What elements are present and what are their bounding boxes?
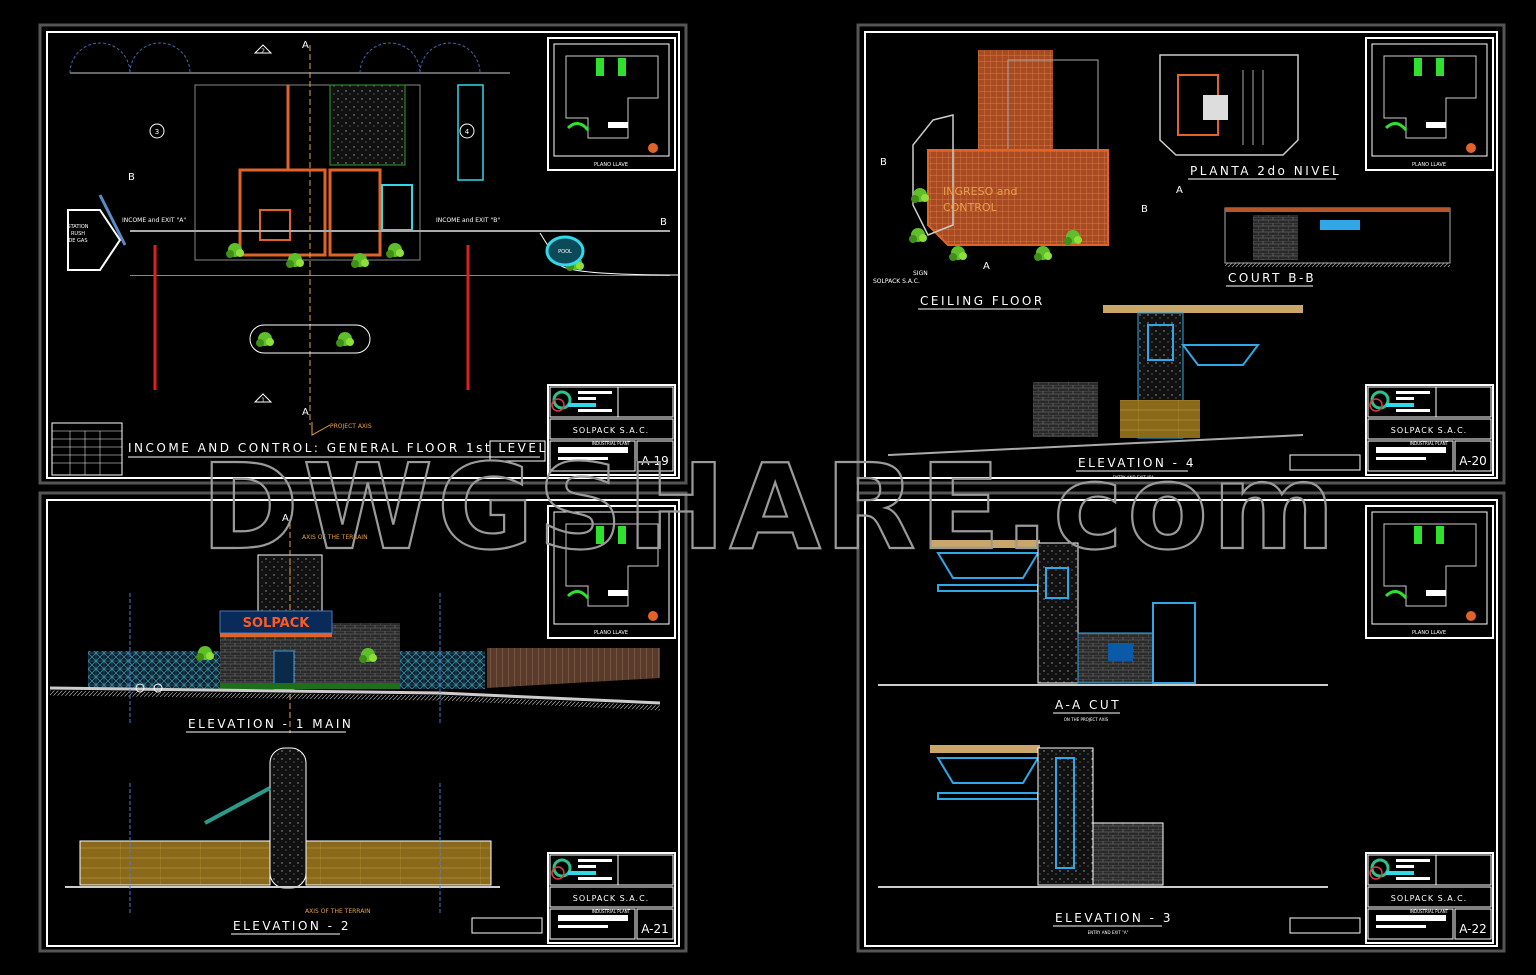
project-axis-label: PROJECT AXIS bbox=[330, 423, 372, 430]
elevation-2-title: ELEVATION - 2 bbox=[233, 919, 351, 933]
section-b-marker: B bbox=[128, 172, 135, 183]
company-subtitle: INDUSTRIAL PLANT bbox=[1410, 909, 1449, 914]
elevation-1-drawing: A AXIS OF THE TERRAIN SOLPACK ELEVATION … bbox=[49, 513, 661, 733]
svg-text:4: 4 bbox=[465, 128, 470, 136]
aa-cut-subtitle: ON THE PROJECT AXIS bbox=[1064, 717, 1109, 722]
section-a-marker: A bbox=[302, 407, 309, 418]
elevation-4-title: ELEVATION - 4 bbox=[1078, 456, 1196, 470]
section-a-marker: A bbox=[1176, 185, 1183, 196]
axis-terrain-label: AXIS OF THE TERRAIN bbox=[302, 534, 368, 541]
company-name: SOLPACK S.A.C. bbox=[1391, 426, 1467, 435]
ceiling-floor-title: CEILING FLOOR bbox=[920, 294, 1045, 308]
key-plan-label: PLANO LLAVE bbox=[594, 630, 628, 636]
ceiling-floor-drawing: INGRESO and CONTROL SIGN SOLPACK S.A.C. … bbox=[873, 50, 1148, 310]
sheet-number: A-22 bbox=[1459, 922, 1487, 936]
court-bb-drawing: COURT B-B bbox=[1224, 207, 1451, 287]
company-subtitle: INDUSTRIAL PLANT bbox=[1410, 441, 1449, 446]
sheet-a21: A AXIS OF THE TERRAIN SOLPACK ELEVATION … bbox=[38, 491, 688, 953]
section-b-marker: B bbox=[1141, 204, 1148, 215]
sheet-a20: INGRESO and CONTROL SIGN SOLPACK S.A.C. … bbox=[856, 23, 1506, 485]
aa-cut-title: A-A CUT bbox=[1055, 698, 1121, 712]
sheet-number: A-20 bbox=[1459, 454, 1487, 468]
svg-text:3: 3 bbox=[155, 128, 159, 136]
sign-label: SOLPACK S.A.C. bbox=[873, 278, 920, 285]
sheet-number: A-21 bbox=[641, 922, 669, 936]
elevation-1-title: ELEVATION - 1 MAIN bbox=[188, 717, 353, 731]
floor-plan-drawing: POOL INCOME and EXIT "A" INCOME and EXIT… bbox=[51, 40, 681, 476]
key-plan-label: PLANO LLAVE bbox=[1412, 162, 1446, 168]
section-b-marker: B bbox=[660, 217, 667, 228]
sheet-number: A-19 bbox=[641, 454, 669, 468]
svg-text:1: 1 bbox=[261, 397, 265, 404]
exit-b-label: INCOME and EXIT "B" bbox=[436, 217, 500, 224]
elevation-4-drawing: ELEVATION - 4 ENTRY AND EXIT "B" bbox=[887, 305, 1304, 480]
second-floor-plan: A PLANTA 2do NIVEL bbox=[1159, 54, 1341, 196]
elevation-2-drawing: AXIS OF THE TERRAIN ELEVATION - 2 bbox=[65, 747, 500, 935]
pool-icon bbox=[545, 235, 585, 267]
sheet-title: INCOME AND CONTROL: GENERAL FLOOR 1st LE… bbox=[128, 441, 548, 455]
second-floor-title: PLANTA 2do NIVEL bbox=[1190, 164, 1341, 178]
roof-label: CONTROL bbox=[943, 201, 998, 214]
station-label: STATION bbox=[67, 224, 88, 230]
section-b-marker: B bbox=[880, 157, 887, 168]
company-subtitle: INDUSTRIAL PLANT bbox=[592, 441, 631, 446]
exit-a-label: INCOME and EXIT "A" bbox=[122, 217, 186, 224]
aa-cut-drawing: A-A CUT ON THE PROJECT AXIS bbox=[878, 540, 1328, 722]
key-plan-label: PLANO LLAVE bbox=[594, 162, 628, 168]
company-name: SOLPACK S.A.C. bbox=[573, 426, 649, 435]
svg-text:2: 2 bbox=[261, 48, 265, 55]
sheet-a19: POOL INCOME and EXIT "A" INCOME and EXIT… bbox=[38, 23, 688, 485]
sign-label: SIGN bbox=[913, 270, 928, 277]
company-name: SOLPACK S.A.C. bbox=[573, 894, 649, 903]
station-label: DE GAS bbox=[68, 238, 87, 244]
court-bb-title: COURT B-B bbox=[1228, 271, 1316, 285]
elevation-3-drawing: ELEVATION - 3 ENTRY AND EXIT "A" bbox=[878, 745, 1328, 935]
key-plan-label: PLANO LLAVE bbox=[1412, 630, 1446, 636]
section-a-marker: A bbox=[282, 513, 289, 524]
company-name: SOLPACK S.A.C. bbox=[1391, 894, 1467, 903]
sheet-a22: A-A CUT ON THE PROJECT AXIS ELEVATION - … bbox=[856, 491, 1506, 953]
solpack-sign: SOLPACK bbox=[243, 616, 311, 631]
axis-markers: 2 1 3 4 bbox=[149, 44, 475, 404]
roof-label: INGRESO and bbox=[943, 185, 1017, 198]
axis-terrain-label-2: AXIS OF THE TERRAIN bbox=[305, 908, 371, 915]
elevation-3-subtitle: ENTRY AND EXIT "A" bbox=[1088, 930, 1129, 935]
pool-label: POOL bbox=[558, 249, 572, 255]
elevation-4-subtitle: ENTRY AND EXIT "B" bbox=[1113, 475, 1154, 480]
company-subtitle: INDUSTRIAL PLANT bbox=[592, 909, 631, 914]
elevation-3-title: ELEVATION - 3 bbox=[1055, 911, 1173, 925]
station-label: RUSH bbox=[71, 231, 85, 237]
section-a-marker: A bbox=[302, 40, 309, 51]
watermark: DWGSHARE.com bbox=[201, 438, 1339, 576]
section-a-marker: A bbox=[983, 261, 990, 272]
